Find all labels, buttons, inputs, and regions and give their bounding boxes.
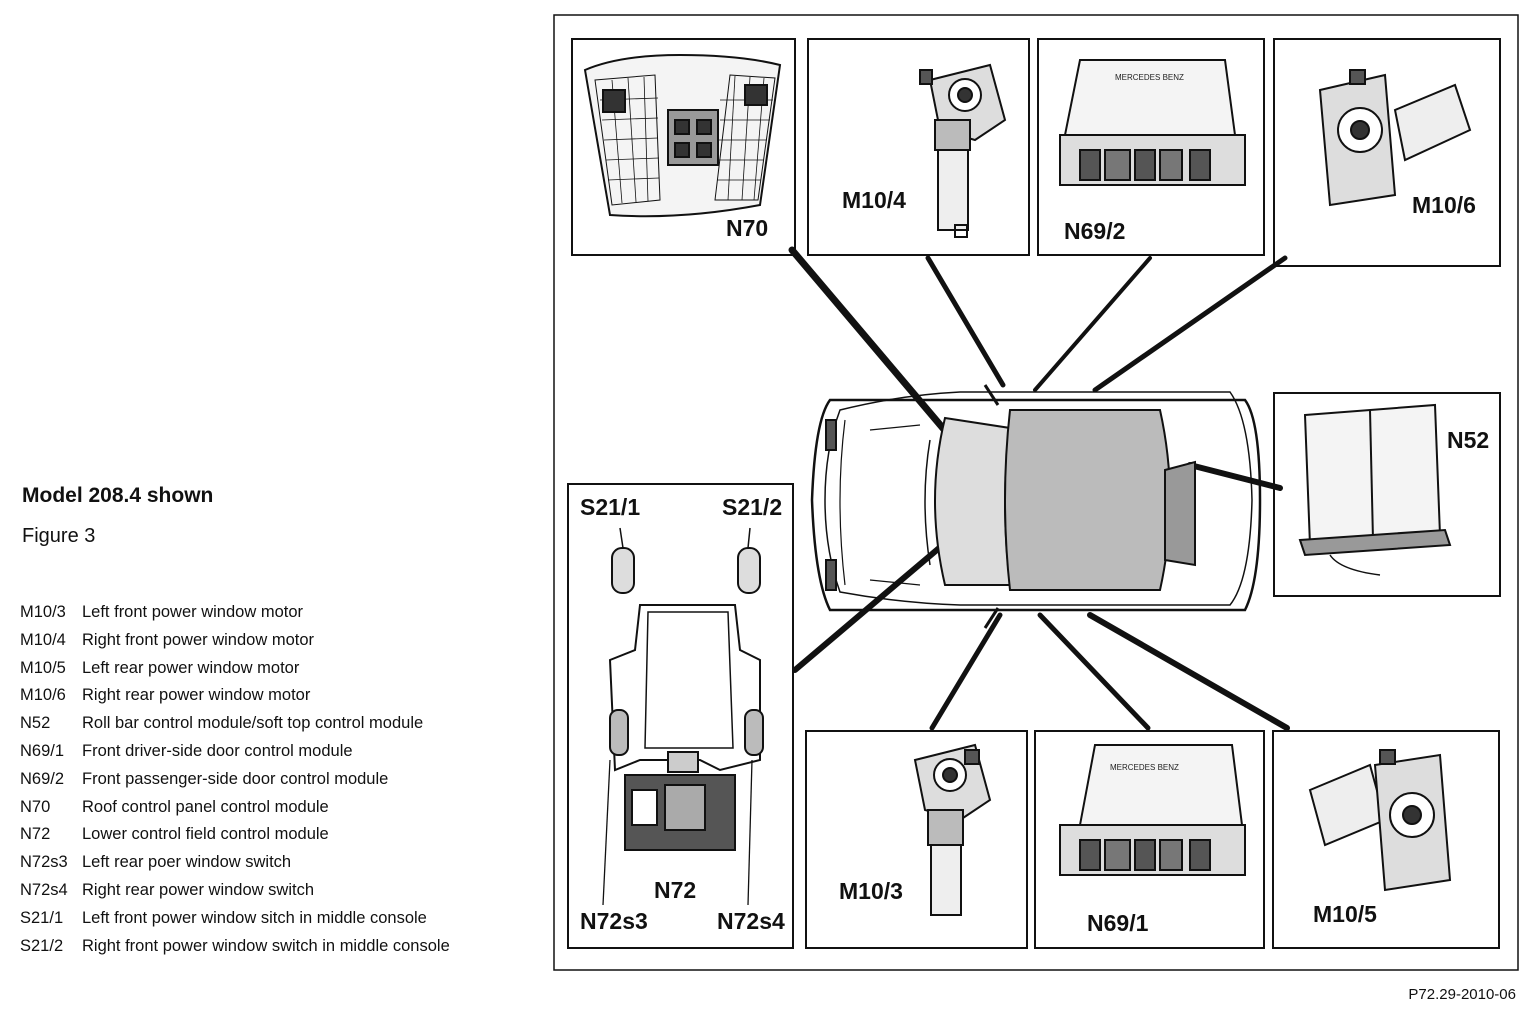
label-s21-2: S21/2 [722, 494, 782, 520]
legend-desc: Roll bar control module/soft top control… [82, 714, 424, 733]
label-n72: N72 [654, 877, 696, 903]
label-m10-5: M10/5 [1313, 901, 1377, 927]
legend-code: N69/1 [20, 741, 65, 760]
panel-n70 [571, 38, 796, 256]
legend-row: M10/6 Right rear power window motor [20, 682, 520, 710]
label-n52: N52 [1447, 427, 1489, 453]
legend-list: M10/3 Left front power window motor M10/4… [20, 599, 520, 960]
legend-desc: Left front power window sitch in middle … [82, 908, 427, 927]
label-s21-1: S21/1 [580, 494, 640, 520]
legend-code: N72s3 [20, 853, 68, 872]
label-m10-3: M10/3 [839, 878, 903, 904]
legend-row: N69/2 Front passenger-side door control m… [20, 766, 520, 794]
legend-code: N69/2 [20, 769, 65, 788]
legend-code: M10/6 [20, 686, 66, 705]
legend-row: M10/4 Right front power window motor [20, 627, 520, 655]
n69-2-module-drawing: MERCEDES BENZ [1059, 59, 1246, 186]
label-n72s4: N72s4 [717, 908, 785, 934]
legend-row: M10/5 Left rear power window motor [20, 655, 520, 683]
leader-m10-5 [1087, 612, 1290, 731]
legend-row: N70 Roof control panel control module [20, 794, 520, 822]
legend-desc: Left rear poer window switch [82, 853, 292, 872]
m10-3-motor-drawing [913, 743, 992, 916]
label-n72s3: N72s3 [580, 908, 648, 934]
legend-code: M10/5 [20, 658, 66, 677]
legend-code: M10/3 [20, 603, 66, 621]
legend-desc: Right rear power window motor [82, 686, 311, 705]
legend-desc: Roof control panel control module [82, 797, 329, 816]
diagram-frame [553, 14, 1519, 971]
n69-1-module-drawing: MERCEDES BENZ [1059, 744, 1246, 876]
legend-desc: Left front power window motor [82, 603, 304, 621]
legend-code: N70 [20, 797, 51, 816]
legend-desc: Left rear power window motor [82, 658, 300, 677]
leader-n69-2 [1033, 256, 1152, 392]
n69-2-brand-text: MERCEDES BENZ [1115, 73, 1184, 82]
legend-row: N52 Roll bar control module/soft top cont… [20, 710, 520, 738]
legend-row: N72 Lower control field control module [20, 821, 520, 849]
panel-n69-1 [1034, 730, 1265, 949]
legend-title: Model 208.4 shown [22, 484, 214, 507]
legend-code: S21/2 [20, 936, 64, 955]
legend-code: N72s4 [20, 880, 68, 899]
car-top-view [810, 384, 1262, 629]
n69-1-brand-text: MERCEDES BENZ [1110, 763, 1179, 772]
legend-code: M10/4 [20, 630, 66, 649]
label-n69-1: N69/1 [1087, 910, 1149, 936]
panel-m10-4 [807, 38, 1030, 256]
figure-id: P72.29-2010-06 [1408, 986, 1516, 1003]
m10-6-motor-drawing [1318, 69, 1472, 207]
panel-n72 [567, 483, 794, 949]
n70-roof-panel-drawing [583, 53, 782, 218]
leader-m10-4 [925, 255, 1006, 388]
legend-row: S21/2 Right front power window switch in … [20, 933, 520, 961]
legend-code: N52 [20, 714, 51, 733]
label-n69-2: N69/2 [1064, 218, 1125, 244]
leader-n69-1 [1037, 612, 1151, 731]
figure-number: Figure 3 [22, 525, 96, 547]
legend-row: S21/1 Left front power window sitch in mi… [20, 905, 520, 933]
legend-row: N69/1 Front driver-side door control modu… [20, 738, 520, 766]
label-n70: N70 [726, 215, 768, 241]
legend-desc: Front driver-side door control module [82, 741, 353, 760]
n72-control-field-drawing [602, 527, 764, 906]
legend-row: N72s4 Right rear power window switch [20, 877, 520, 905]
legend-row: N72s3 Left rear poer window switch [20, 849, 520, 877]
n52-module-drawing [1298, 403, 1452, 576]
legend-row: M10/3 Left front power window motor [20, 599, 520, 627]
leader-m10-3 [929, 612, 1003, 731]
panel-m10-5 [1272, 730, 1500, 949]
legend-desc: Right front power window switch in middl… [82, 936, 450, 955]
label-m10-6: M10/6 [1412, 192, 1476, 218]
panel-n52 [1273, 392, 1501, 597]
leader-n52 [1187, 462, 1283, 491]
m10-4-motor-drawing [919, 63, 1007, 238]
panel-n69-2 [1037, 38, 1265, 256]
label-m10-4: M10/4 [842, 187, 906, 213]
leader-m10-6 [1092, 255, 1288, 393]
m10-5-motor-drawing [1308, 749, 1452, 892]
legend-desc: Right rear power window switch [82, 880, 315, 899]
panel-m10-6 [1273, 38, 1501, 267]
legend-desc: Lower control field control module [82, 825, 329, 844]
legend-desc: Front passenger-side door control module [82, 769, 389, 788]
legend-desc: Right front power window motor [82, 630, 315, 649]
legend-code: N72 [20, 825, 51, 844]
legend-code: S21/1 [20, 908, 64, 927]
panel-m10-3 [805, 730, 1028, 949]
